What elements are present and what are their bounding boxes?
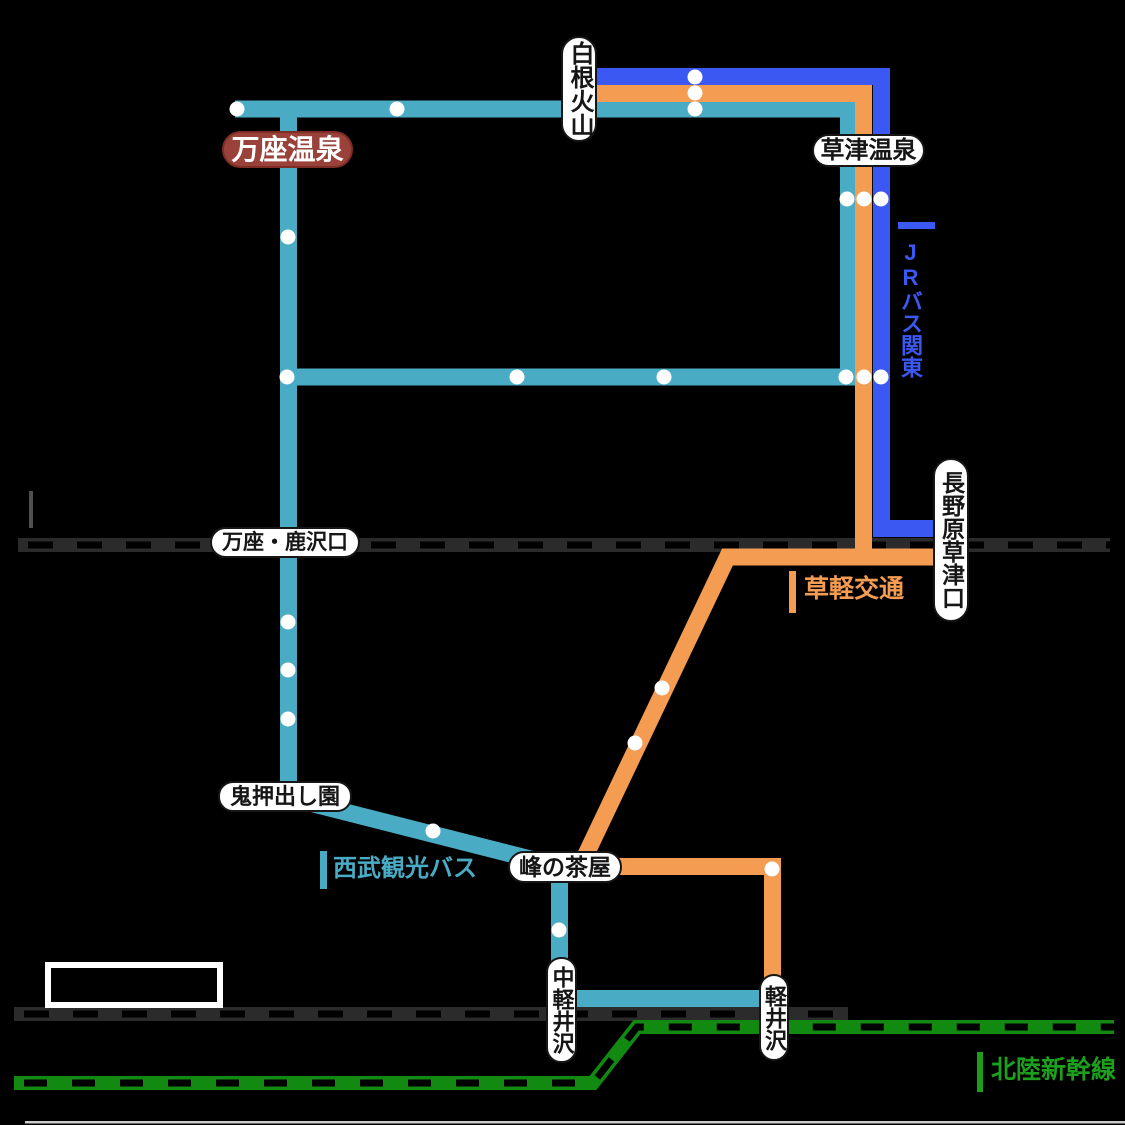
- operator-label-kusakaru-kotsu: 草軽交通: [804, 575, 905, 603]
- station-label-naganohara-kusatsuguchi: 長野原草津口: [933, 458, 969, 622]
- operator-label-seibu-kanko-bus: 西武観光バス: [333, 855, 477, 882]
- station-dot: [687, 85, 703, 101]
- station-label-karuizawa: 軽井沢: [759, 974, 789, 1061]
- station-label-naka-karuizawa: 中軽井沢: [546, 957, 577, 1063]
- station-dot: [425, 823, 441, 839]
- station-label-onioshidashi-en: 鬼押出し園: [218, 781, 352, 812]
- hokuriku-shinkansen-tick: [977, 1052, 983, 1092]
- left-edge-tick: [29, 491, 33, 528]
- bottom-hairline: [25, 1121, 1125, 1124]
- operator-label-hokuriku-shinkansen: 北陸新幹線: [991, 1056, 1117, 1084]
- station-label-manza-onsen: 万座温泉: [222, 131, 353, 168]
- station-label-manza-kazawaguchi: 万座・鹿沢口: [210, 527, 360, 558]
- station-label-mine-no-chaya: 峰の茶屋: [508, 851, 622, 883]
- station-dot: [389, 101, 405, 117]
- station-dot: [279, 369, 295, 385]
- station-dot: [764, 861, 780, 877]
- operator-label-jr-bus-kanto: JRバス関東: [898, 240, 923, 378]
- seibu-kanko-bus-tick: [320, 851, 327, 889]
- station-dot: [551, 922, 567, 938]
- station-label-shirane-kazan: 白根火山: [561, 36, 597, 142]
- station-dot: [280, 614, 296, 630]
- station-dot: [873, 369, 889, 385]
- legend-box: [45, 962, 223, 1008]
- station-dot: [838, 369, 854, 385]
- kusakaru-kotsu-tick: [789, 571, 796, 613]
- station-dot: [856, 191, 872, 207]
- station-dot: [656, 369, 672, 385]
- station-dot: [687, 101, 703, 117]
- station-dot: [873, 191, 889, 207]
- station-dot: [280, 229, 296, 245]
- jr-bus-kanto-tick: [898, 222, 935, 229]
- shinkansen-line: [14, 1020, 1114, 1090]
- station-dot: [687, 69, 703, 85]
- jr-bus-route-line: [595, 68, 933, 537]
- station-dots: [229, 69, 889, 938]
- station-dot: [280, 711, 296, 727]
- station-dot: [229, 101, 245, 117]
- station-dot: [839, 191, 855, 207]
- station-dot: [280, 662, 296, 678]
- station-dot: [654, 680, 670, 696]
- station-dot: [856, 369, 872, 385]
- station-dot: [627, 735, 643, 751]
- station-dot: [509, 369, 525, 385]
- station-label-kusatsu-onsen: 草津温泉: [812, 134, 925, 167]
